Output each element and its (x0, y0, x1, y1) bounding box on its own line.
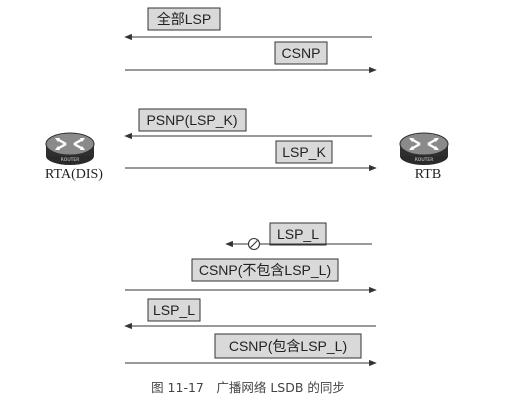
message-lsp-l: LSP_L (124, 298, 376, 330)
router-label-rtb: RTB (415, 167, 441, 182)
message-label-box (214, 333, 362, 359)
message-label: 全部LSP (157, 11, 211, 27)
router-badge: ROUTER (415, 157, 434, 163)
router-badge: ROUTER (61, 157, 80, 163)
router-icon: ROUTER (45, 132, 95, 165)
message-label: CSNP(不包含LSP_L) (199, 262, 331, 278)
router-icon: ROUTER (399, 132, 449, 165)
message-label: LSP_L (153, 302, 195, 318)
message-label: LSP_L (277, 226, 319, 242)
message-label-box (274, 41, 328, 65)
figure-caption: 图 11-17 广播网络 LSDB 的同步 (151, 380, 345, 395)
message-csnp-without-lsp-l: CSNP(不包含LSP_L) (125, 258, 377, 294)
message-label-box (269, 222, 327, 246)
message-label: PSNP(LSP_K) (146, 112, 237, 128)
message-label-box (147, 298, 201, 322)
router-rtb: ROUTER RTB (399, 132, 449, 182)
message-label-box (275, 140, 333, 164)
message-label: CSNP (282, 45, 321, 61)
message-lsp-k: LSP_K (125, 140, 377, 172)
message-full-lsp: 全部LSP (124, 7, 372, 41)
message-lsp-l-lost: LSP_L (225, 222, 372, 251)
message-label: CSNP(包含LSP_L) (229, 338, 347, 354)
message-label-box (138, 108, 247, 132)
message-csnp: CSNP (125, 41, 377, 74)
router-rta: ROUTER RTA(DIS) (45, 132, 103, 182)
message-label-box (147, 7, 221, 31)
message-psnp-lsp-k: PSNP(LSP_K) (124, 108, 372, 140)
message-csnp-with-lsp-l: CSNP(包含LSP_L) (125, 333, 377, 367)
lost-packet-icon (247, 237, 261, 251)
message-label: LSP_K (282, 144, 326, 160)
message-label-box (191, 258, 339, 282)
router-label-rta: RTA(DIS) (45, 167, 103, 182)
